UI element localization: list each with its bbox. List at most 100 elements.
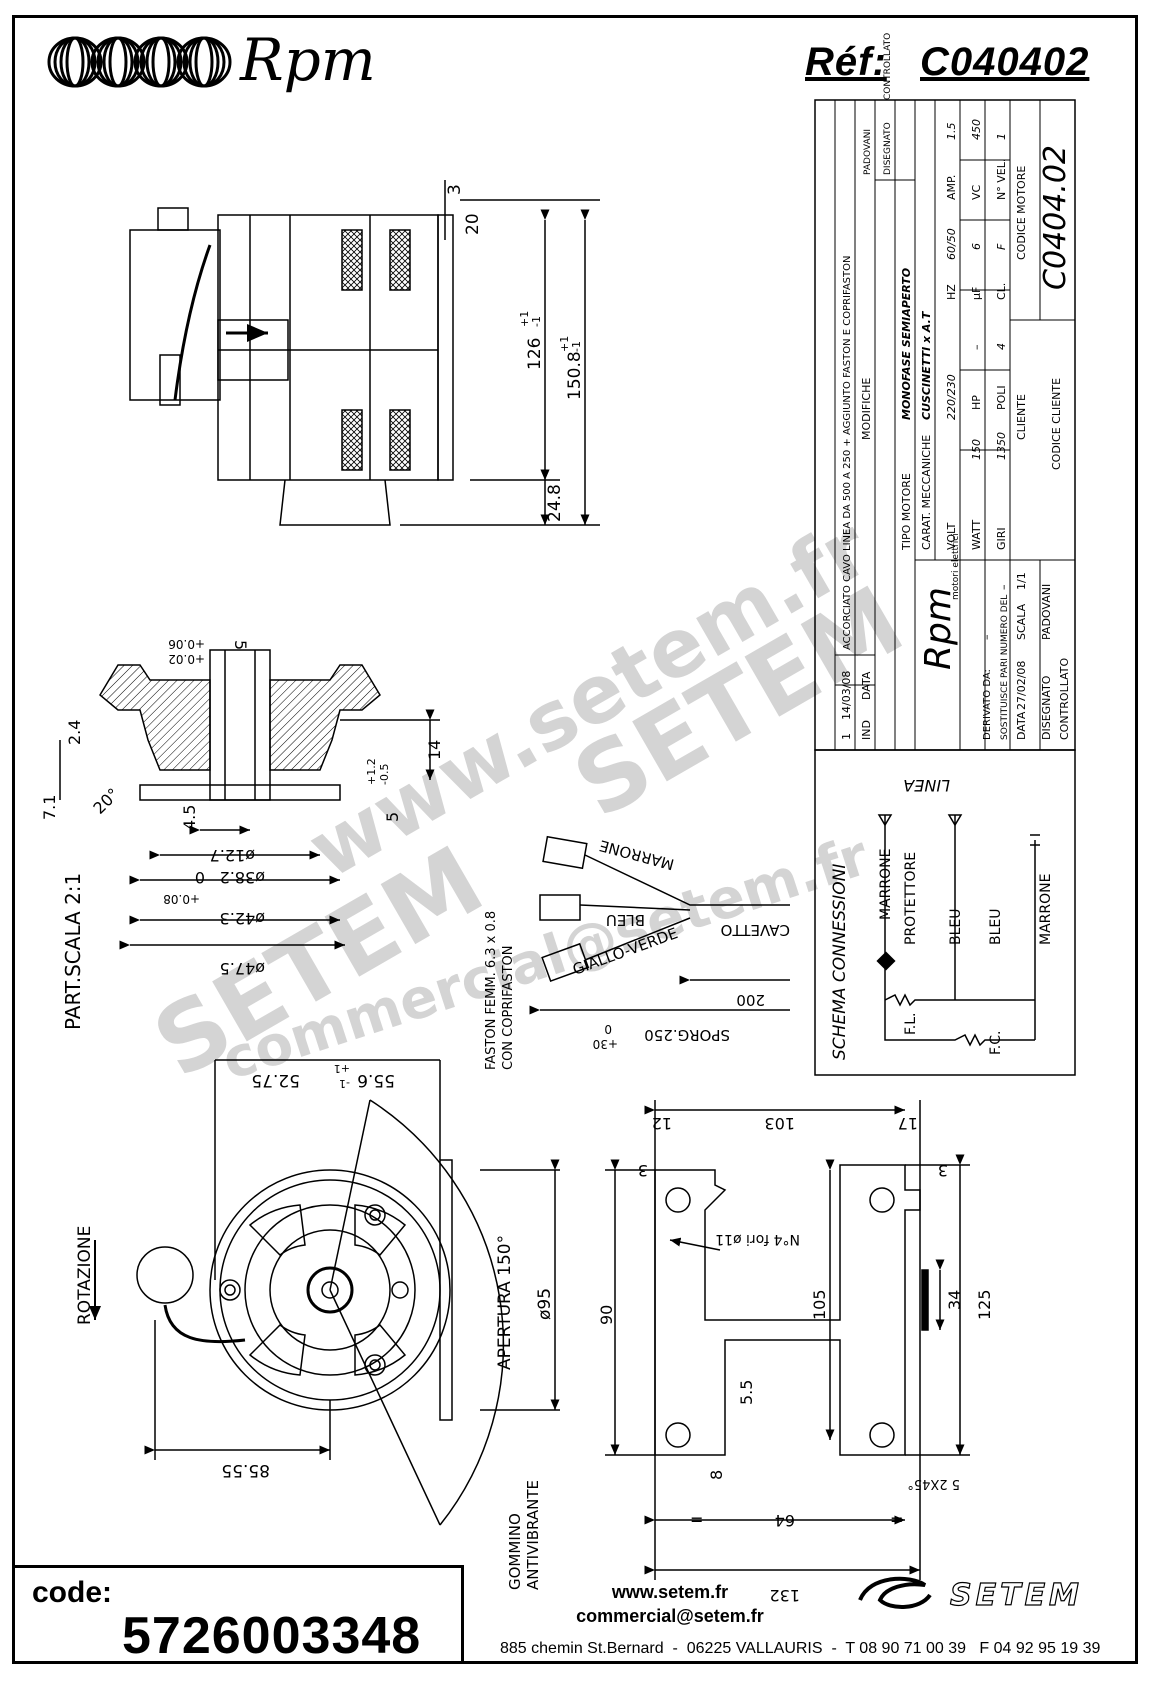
tb-disegnato-by: PADOVANI [1040, 584, 1053, 640]
tb-derivato-label: DERIVATO DA: [982, 669, 993, 740]
drawing-frame [12, 15, 1138, 1664]
dim-150-tol-dn: -1 [570, 341, 583, 352]
sec-dia-38-tol-0: 0 [195, 868, 205, 887]
setem-brand: SETEM [950, 1578, 1083, 1613]
schema-marrone-2: MARRONE [1038, 874, 1054, 945]
tb-disegnato: DISEGNATO [883, 122, 893, 175]
motor-side-view [129, 180, 600, 526]
tb-scala: 1/1 [1015, 572, 1028, 590]
tb-watt-label: WATT [970, 520, 983, 550]
br-eq-2: = [890, 1510, 903, 1529]
tb-controllato: CONTROLLATO [883, 33, 893, 100]
tb-tipo: MONOFASE SEMIAPERTO [900, 268, 913, 420]
setem-logo: SETEM [850, 1570, 1110, 1620]
tb-vc-label: VC [970, 184, 983, 200]
sec-tol-2: +0.02 [168, 652, 205, 666]
tb-sostituisce-label: SOSTITUISCE PARI NUMERO DEL [1000, 595, 1010, 740]
sec-dia-38-2: ø38.2 [220, 868, 265, 887]
br-dim-8: 8 [707, 1470, 726, 1480]
br-dim-105: 105 [810, 1289, 829, 1320]
front-tol-dn: -1 [339, 1077, 350, 1090]
sec-tol-m05: -0.5 [378, 764, 391, 785]
tb-hdr-data: DATA [860, 671, 873, 700]
footer-email[interactable]: commercial@setem.fr [576, 1606, 764, 1626]
tb-logo-sub: motori elettrici [951, 533, 961, 600]
front-dim-85-55: 85.55 [221, 1460, 270, 1480]
tb-logo-text: Rpm [918, 587, 959, 670]
scale-label: PART.SCALA 2:1 [61, 873, 85, 1030]
br-dim-90: 90 [597, 1305, 616, 1325]
br-dim-12: 12 [652, 1114, 672, 1133]
front-dim-52-75: 52.75 [251, 1070, 300, 1090]
motor-front-view [89, 1059, 560, 1526]
sec-dim-14: 14 [425, 740, 444, 760]
schema-protettore: PROTETTORE [903, 852, 919, 945]
cable-sporg-tol-up: +30 [593, 1037, 618, 1051]
code-label: code: [32, 1576, 113, 1609]
br-dim-34: 34 [945, 1290, 964, 1310]
cable-coprifaston: CON COPRIFASTON [501, 945, 516, 1070]
tb-nvel: 1 [995, 133, 1008, 140]
sec-dim-5: 5 [231, 640, 250, 650]
tb-poli: 4 [995, 343, 1008, 350]
tb-watt: 150 [970, 439, 983, 460]
tb-giri-label: GIRI [995, 527, 1008, 550]
tb-tipo-label: TIPO MOTORE [900, 473, 913, 551]
sec-angle-20: 20° [89, 784, 122, 817]
tb-disegnato-name: PADOVANI [863, 129, 873, 175]
cable-bleu: BLEU [606, 911, 645, 929]
tb-cliente-label: CLIENTE [1015, 394, 1028, 440]
br-dim-132: 132 [769, 1586, 800, 1605]
br-dim-103: 103 [764, 1114, 795, 1133]
tb-sostituisce: – [997, 585, 1010, 591]
schema-title: SCHEMA CONNESSIONI [830, 864, 850, 1060]
cable-cavetto: CAVETTO [721, 921, 790, 939]
cable-faston: FASTON FEMM. 6.3 x 0.8 [484, 911, 499, 1070]
tb-codice-motore-label: CODICE MOTORE [1015, 166, 1028, 260]
sec-dim-7-1: 7.1 [40, 795, 59, 820]
tb-giri: 1350 [995, 432, 1008, 460]
tb-scala-label: SCALA [1015, 603, 1028, 640]
dim-150-8: 150.8 [565, 351, 585, 400]
sec-dim-5b: 5 [383, 812, 402, 822]
sec-dia-38-tol: +0.08 [163, 892, 200, 906]
schema-connessioni: SCHEMA CONNESSIONI LINEA MARRONE PROTETT… [814, 749, 1076, 1076]
br-dim-64: 64 [775, 1511, 795, 1530]
dim-126-tol-up: +1 [518, 311, 531, 327]
bracket-view [605, 1100, 970, 1580]
tb-carat-label: CARAT. MECCANICHE [920, 435, 933, 550]
tb-amp-label: AMP. [945, 175, 958, 200]
schema-linea: LINEA [903, 776, 950, 795]
tb-data-label: DATA [1015, 711, 1028, 740]
tb-hp-label: HP [970, 395, 983, 410]
br-eq-1: = [690, 1510, 703, 1529]
schema-bleu-2: BLEU [988, 909, 1004, 946]
schema-fl: F.L. [903, 1012, 919, 1035]
tb-row1-text: ACCORCIATO CAVO LINEA DA 500 A 250 + AGG… [842, 256, 853, 651]
br-dim-5-5: 5.5 [737, 1380, 756, 1405]
tb-volt: 220/230 [945, 374, 958, 420]
ref-value: C040402 [920, 40, 1090, 84]
br-dim-3a: 3 [638, 1161, 648, 1180]
tb-volt-label: VOLT [945, 522, 958, 550]
tb-codice-cliente-label: CODICE CLIENTE [1050, 378, 1063, 470]
dim-126-tol-dn: -1 [530, 316, 543, 327]
tb-uf-label: µF [970, 287, 983, 300]
title-block [814, 99, 1076, 751]
sec-dia-42-3: ø42.3 [220, 909, 265, 928]
tb-derivato: – [980, 635, 993, 641]
front-dia-95: ø95 [535, 1288, 555, 1320]
sec-dia-47-5: ø47.5 [220, 959, 265, 978]
front-rotazione: ROTAZIONE [75, 1226, 95, 1325]
tb-hdr-modifiche: MODIFICHE [860, 378, 873, 440]
hub-section-view [59, 649, 440, 950]
sec-tol-1: +0.06 [168, 637, 205, 651]
tb-controllato-label: CONTROLLATO [1058, 658, 1071, 740]
ref-label: Réf: [805, 40, 887, 84]
front-gommino: GOMMINO [506, 1513, 524, 1590]
footer-website[interactable]: www.setem.fr [611, 1582, 729, 1602]
cable-marrone: MARRONE [597, 836, 676, 873]
tb-amp: 1.5 [945, 123, 958, 141]
code-box: code: 5726003348 [12, 1565, 464, 1665]
